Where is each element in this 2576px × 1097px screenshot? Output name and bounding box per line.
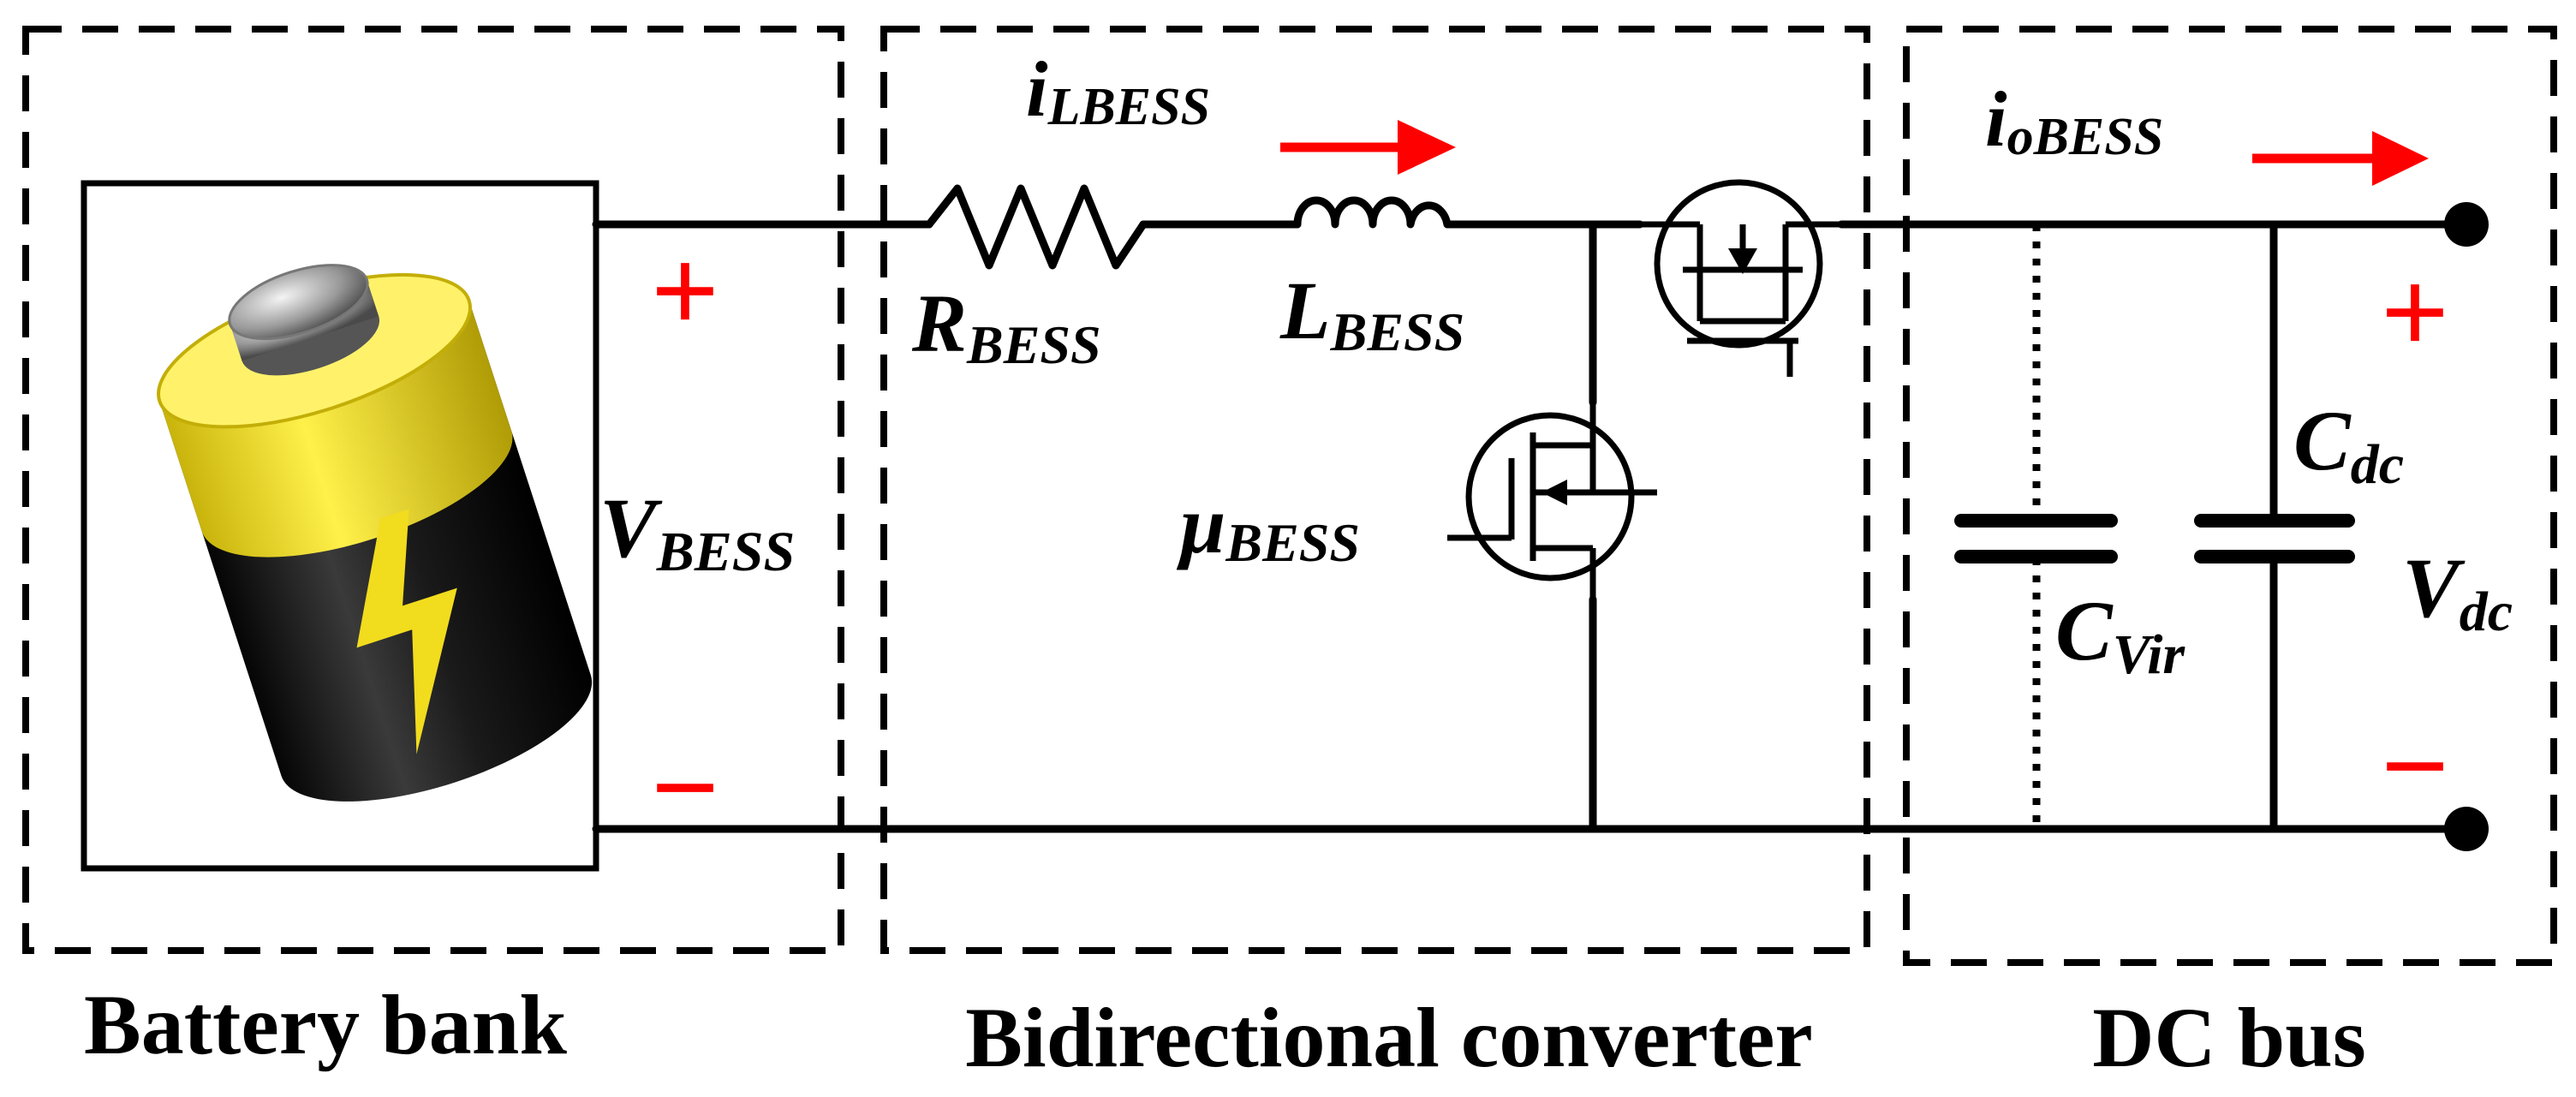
virtual-capacitor-symbol [1954, 224, 2118, 829]
v-bess-label: VBESS [599, 480, 795, 583]
l-bess-label: LBESS [1279, 265, 1464, 362]
i-lbess-label: iLBESS [1026, 45, 1210, 136]
i-lbess-arrow [1280, 120, 1456, 175]
converter-caption: Bidirectional converter [965, 990, 1813, 1085]
v-dc-label: Vdc [2402, 540, 2513, 643]
dc-capacitor-symbol [2194, 514, 2355, 563]
i-obess-arrow [2252, 131, 2429, 186]
upper-mosfet-symbol [1640, 179, 1841, 377]
resistor-symbol [925, 184, 1148, 270]
r-bess-label: RBESS [911, 277, 1101, 375]
battery-image [80, 180, 599, 872]
v-dc-minus-sign: − [2382, 701, 2449, 830]
v-bess-plus-sign: + [652, 225, 719, 355]
lower-mosfet-symbol [1447, 402, 1657, 599]
battery-bank-boundary [22, 26, 844, 954]
v-bess-minus-sign: − [652, 722, 719, 851]
c-vir-label: CVir [2055, 583, 2185, 686]
c-dc-label: Cdc [2293, 393, 2404, 496]
dc-bus-caption: DC bus [2092, 990, 2366, 1085]
converter-boundary [880, 26, 1870, 954]
positive-terminal [2444, 202, 2489, 247]
i-obess-label: ioBESS [1985, 75, 2163, 166]
mu-bess-label: μBESS [1176, 479, 1360, 573]
inductor-symbol [1293, 196, 1452, 229]
battery-bank-caption: Battery bank [84, 977, 567, 1072]
negative-terminal [2444, 807, 2489, 851]
v-dc-plus-sign: + [2382, 247, 2449, 376]
